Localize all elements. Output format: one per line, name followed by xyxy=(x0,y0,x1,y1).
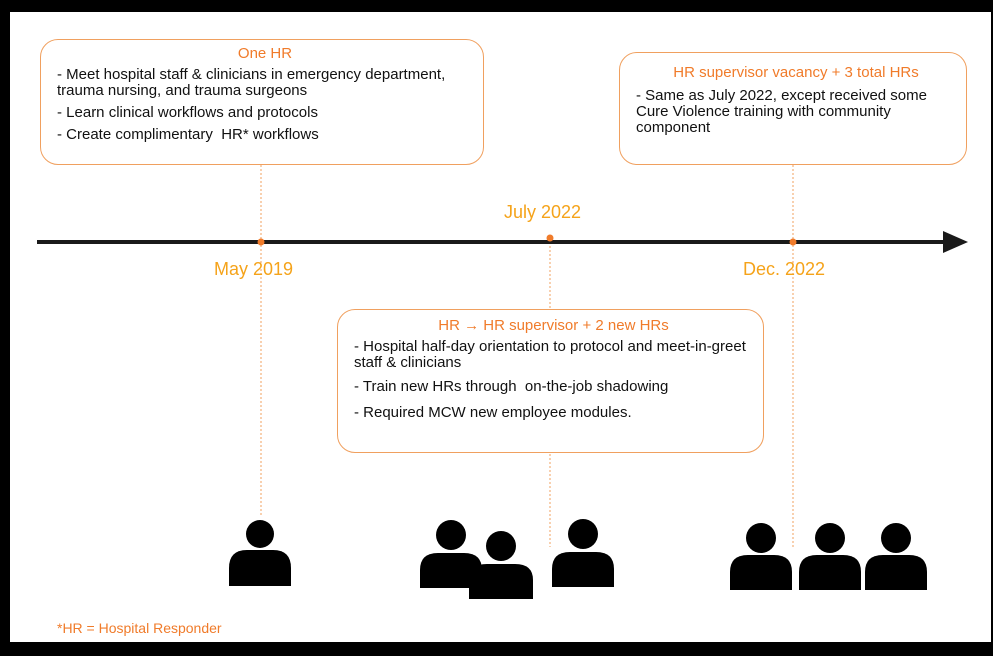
timeline-graphics xyxy=(37,165,968,599)
marker-dec-2022 xyxy=(789,238,797,246)
marker-may-2019 xyxy=(257,238,265,246)
person-icon xyxy=(865,523,927,590)
person-icon xyxy=(552,519,614,587)
bullet-item: - Meet hospital staff & clinicians in em… xyxy=(57,66,450,99)
person-icon xyxy=(730,523,792,590)
bullet-item: - Same as July 2022, except received som… xyxy=(636,87,932,136)
milestone-box-july-2022: HR → HR supervisor + 2 new HRs - Hospita… xyxy=(337,309,764,453)
bullet-item: - Required MCW new employee modules. xyxy=(354,404,632,421)
date-label-july-2022: July 2022 xyxy=(504,202,582,222)
timeline-canvas: One HR - Meet hospital staff & clinician… xyxy=(10,12,991,642)
person-icon xyxy=(469,531,533,599)
person-icon xyxy=(229,520,291,586)
milestone-box-dec-2022: HR supervisor vacancy + 3 total HRs - Sa… xyxy=(619,52,967,165)
bullet-item: - Create complimentary HR* workflows xyxy=(57,126,319,143)
timeline-arrowhead-icon xyxy=(943,231,968,253)
milestone-box-may-2019: One HR - Meet hospital staff & clinician… xyxy=(40,39,484,165)
footnote: *HR = Hospital Responder xyxy=(57,620,222,636)
box-title: One HR xyxy=(237,45,293,62)
marker-july-2022 xyxy=(546,234,554,242)
date-label-dec-2022: Dec. 2022 xyxy=(743,259,826,279)
date-label-may-2019: May 2019 xyxy=(214,259,294,279)
box-title: HR → HR supervisor + 2 new HRs xyxy=(438,317,669,334)
person-icon xyxy=(420,520,482,588)
bullet-item: - Train new HRs through on-the-job shado… xyxy=(354,378,669,395)
bullet-item: - Learn clinical workflows and protocols xyxy=(57,104,318,121)
bullet-item: - Hospital half-day orientation to proto… xyxy=(354,338,751,371)
person-icon xyxy=(799,523,861,590)
box-title: HR supervisor vacancy + 3 total HRs xyxy=(673,64,919,81)
